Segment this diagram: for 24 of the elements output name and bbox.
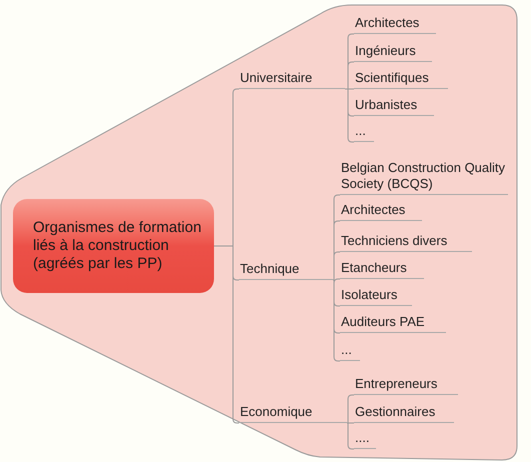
topic-label: Architectes — [340, 201, 422, 221]
topic-label: Economique — [239, 403, 347, 423]
topic-label: Scientifiques — [354, 69, 448, 89]
topic-label: Auditeurs PAE — [340, 313, 446, 333]
topic-label: Architectes — [354, 14, 436, 34]
connector-line — [344, 62, 354, 90]
topic-label: ... — [340, 341, 360, 361]
topic-label: Urbanistes — [354, 96, 434, 116]
connector-line — [346, 422, 354, 424]
connector-line — [332, 252, 340, 280]
topic-label: Techniciens divers — [340, 232, 472, 252]
topic-label: Belgian Construction Quality Society (BCQS) — [340, 157, 508, 195]
topic-label: Entrepreneurs — [354, 375, 458, 395]
topic-label: Universitaire — [239, 69, 345, 89]
root-topic-box: Organismes de formation liés à la construction (agréés par les PP) — [13, 199, 214, 293]
topic-label: Isolateurs — [340, 286, 412, 306]
topic-label: Ingénieurs — [354, 42, 432, 62]
topic-label: Technique — [239, 260, 333, 280]
topic-label: ... — [354, 122, 374, 142]
connector-line — [214, 246, 240, 424]
topic-label: Etancheurs — [340, 259, 424, 279]
connector-line — [332, 278, 340, 284]
topic-label: Gestionnaires — [354, 403, 454, 423]
topic-label: .... — [354, 429, 376, 449]
